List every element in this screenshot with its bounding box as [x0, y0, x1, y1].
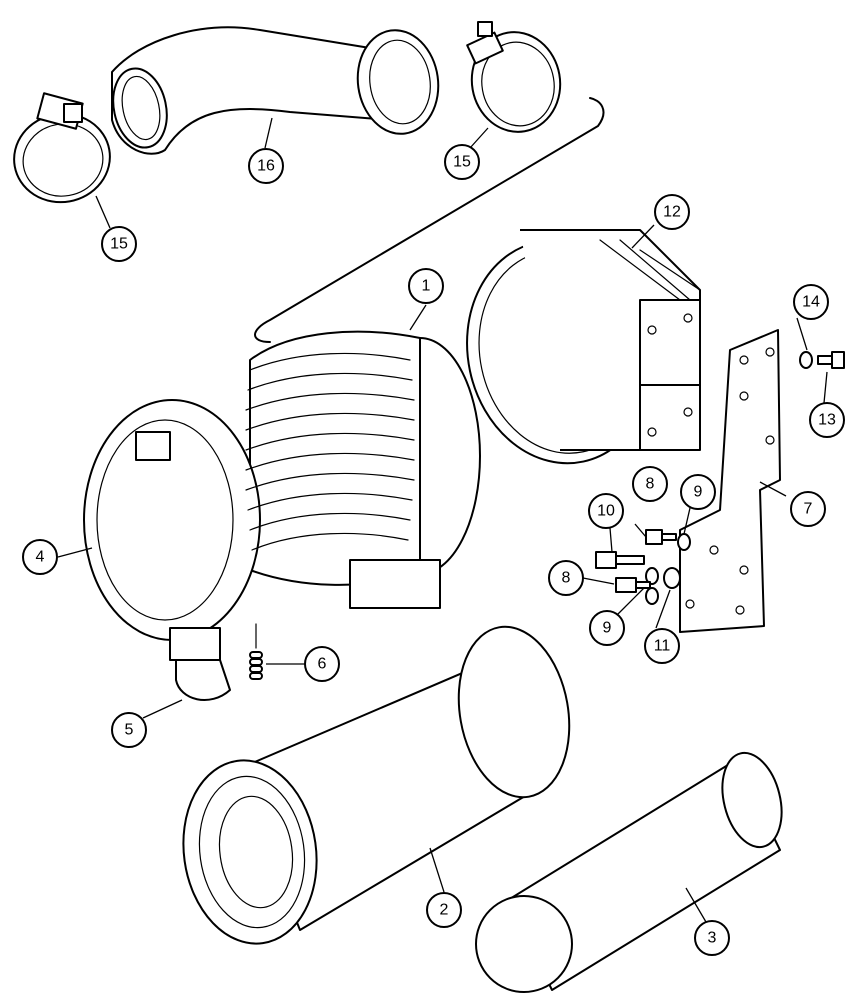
callout-10: 10 — [588, 493, 624, 529]
callout-3: 3 — [694, 920, 730, 956]
callout-9-lower: 9 — [589, 610, 625, 646]
callout-11-label: 11 — [654, 638, 671, 655]
callout-1-label: 1 — [422, 278, 431, 295]
routing-line — [254, 97, 605, 343]
callout-9-lower-label: 9 — [603, 620, 612, 637]
callout-6: 6 — [304, 646, 340, 682]
callout-11: 11 — [644, 628, 680, 664]
bracket-part — [679, 329, 781, 633]
callout-10-label: 10 — [597, 503, 615, 520]
callout-15-right: 15 — [444, 144, 480, 180]
primary-filter-element-part — [182, 625, 571, 945]
leader-lines — [57, 117, 828, 923]
callout-2-label: 2 — [440, 902, 449, 919]
elbow-hose-part — [111, 26, 440, 155]
callout-13-label: 13 — [818, 412, 836, 429]
callout-4-label: 4 — [36, 549, 45, 566]
callout-15-right-label: 15 — [453, 154, 471, 171]
callout-6-label: 6 — [318, 656, 327, 673]
callout-1: 1 — [408, 268, 444, 304]
callout-5-label: 5 — [125, 722, 134, 739]
callout-8-upper: 8 — [632, 466, 668, 502]
callout-14: 14 — [793, 284, 829, 320]
mounting-band-part — [466, 229, 701, 465]
callout-15-left: 15 — [101, 226, 137, 262]
callout-12-label: 12 — [663, 204, 681, 221]
air-cleaner-housing-part — [83, 330, 481, 701]
callout-12: 12 — [654, 194, 690, 230]
callout-16: 16 — [248, 148, 284, 184]
hose-clamp-right-part — [466, 21, 562, 133]
callout-13: 13 — [809, 402, 845, 438]
callout-5: 5 — [111, 712, 147, 748]
callout-7-label: 7 — [804, 501, 813, 518]
callout-8-lower: 8 — [548, 560, 584, 596]
hose-clamp-left-part — [13, 92, 111, 204]
callout-16-label: 16 — [257, 158, 275, 175]
callout-2: 2 — [426, 892, 462, 928]
callout-14-label: 14 — [802, 294, 820, 311]
secondary-filter-element-part — [475, 751, 783, 993]
callout-9-upper: 9 — [680, 474, 716, 510]
callout-7: 7 — [790, 491, 826, 527]
callout-8-upper-label: 8 — [646, 476, 655, 493]
fasteners-parts — [595, 351, 845, 605]
callout-9-upper-label: 9 — [694, 484, 703, 501]
callout-3-label: 3 — [708, 930, 717, 947]
callout-4: 4 — [22, 539, 58, 575]
callout-15-left-label: 15 — [110, 236, 128, 253]
spring-part — [249, 623, 263, 680]
callout-8-lower-label: 8 — [562, 570, 571, 587]
